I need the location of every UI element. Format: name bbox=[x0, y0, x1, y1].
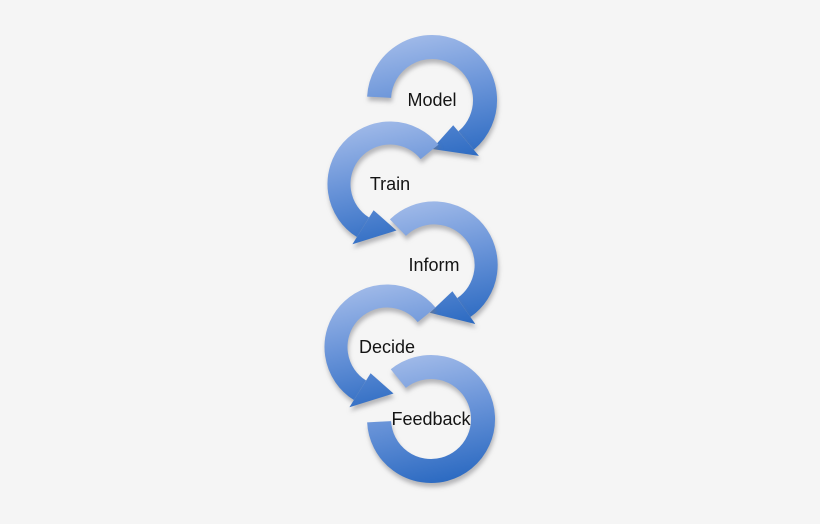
arc-ring bbox=[327, 121, 439, 238]
arc-ring bbox=[367, 355, 496, 483]
node-label: Model bbox=[407, 90, 456, 110]
cycle-node-model: Model bbox=[367, 35, 497, 156]
cycle-node-inform: Inform bbox=[389, 201, 498, 324]
arc-arrowhead-icon bbox=[349, 373, 394, 408]
arc-ring bbox=[367, 35, 497, 150]
cycle-node-train: Train bbox=[327, 121, 439, 245]
node-label: Decide bbox=[359, 337, 415, 357]
node-label: Train bbox=[370, 174, 410, 194]
arc-arrowhead-icon bbox=[429, 291, 476, 324]
node-label: Feedback bbox=[391, 409, 471, 429]
arc-arrowhead-icon bbox=[432, 125, 479, 156]
cycle-node-decide: Decide bbox=[324, 284, 436, 408]
node-label: Inform bbox=[408, 255, 459, 275]
cycle-node-feedback: Feedback bbox=[367, 355, 496, 483]
arc-arrowhead-icon bbox=[352, 210, 397, 245]
arc-ring bbox=[324, 284, 436, 401]
arc-ring bbox=[389, 201, 498, 318]
